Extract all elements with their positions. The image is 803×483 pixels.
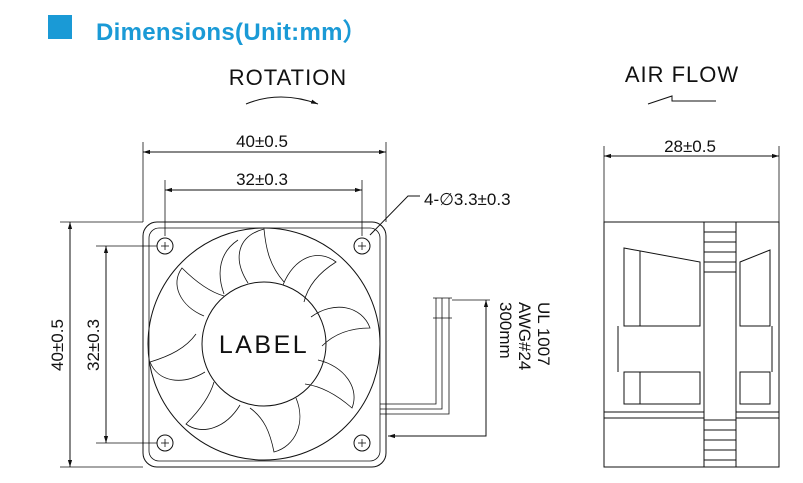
hole-callout-label: 4-∅3.3±0.3 [424,190,511,209]
cable-spec-line: UL 1007 [534,302,553,366]
section-title: Dimensions(Unit:mm） [96,19,368,46]
fan-blades [149,228,371,453]
lead-wires [380,297,452,415]
overall-width-label: 40±0.5 [236,132,288,151]
side-view: AIR FLOW 28±0.5 [603,62,780,468]
mounting-hole [353,434,371,452]
hub-label: LABEL [219,331,309,359]
airflow-arrow-icon [647,95,716,105]
mounting-hole [156,434,174,452]
cable-spec-line: 300mm [496,302,515,359]
cable-spec: UL 1007 AWG#24 300mm [496,302,553,370]
rotation-arrow-icon [245,96,319,105]
overall-height-label: 40±0.5 [48,319,67,371]
fan-side-outline [603,221,780,468]
header-square-icon [48,15,72,39]
fan-frame [142,221,387,468]
airflow-label: AIR FLOW [625,62,739,87]
fan-opening [147,227,381,461]
cable-spec-line: AWG#24 [515,302,534,370]
hole-height-label: 32±0.3 [84,319,103,371]
mounting-hole [353,237,371,255]
fan-hub [201,281,327,407]
hole-width-label: 32±0.3 [236,170,288,189]
front-view: ROTATION 40±0.5 32±0.3 4-∅3.3±0.3 [48,65,553,468]
mounting-hole [156,237,174,255]
hole-leader-line [369,195,420,236]
rotation-label: ROTATION [229,65,347,90]
depth-label: 28±0.5 [664,137,716,156]
wire-length-dimension-line [388,300,489,439]
